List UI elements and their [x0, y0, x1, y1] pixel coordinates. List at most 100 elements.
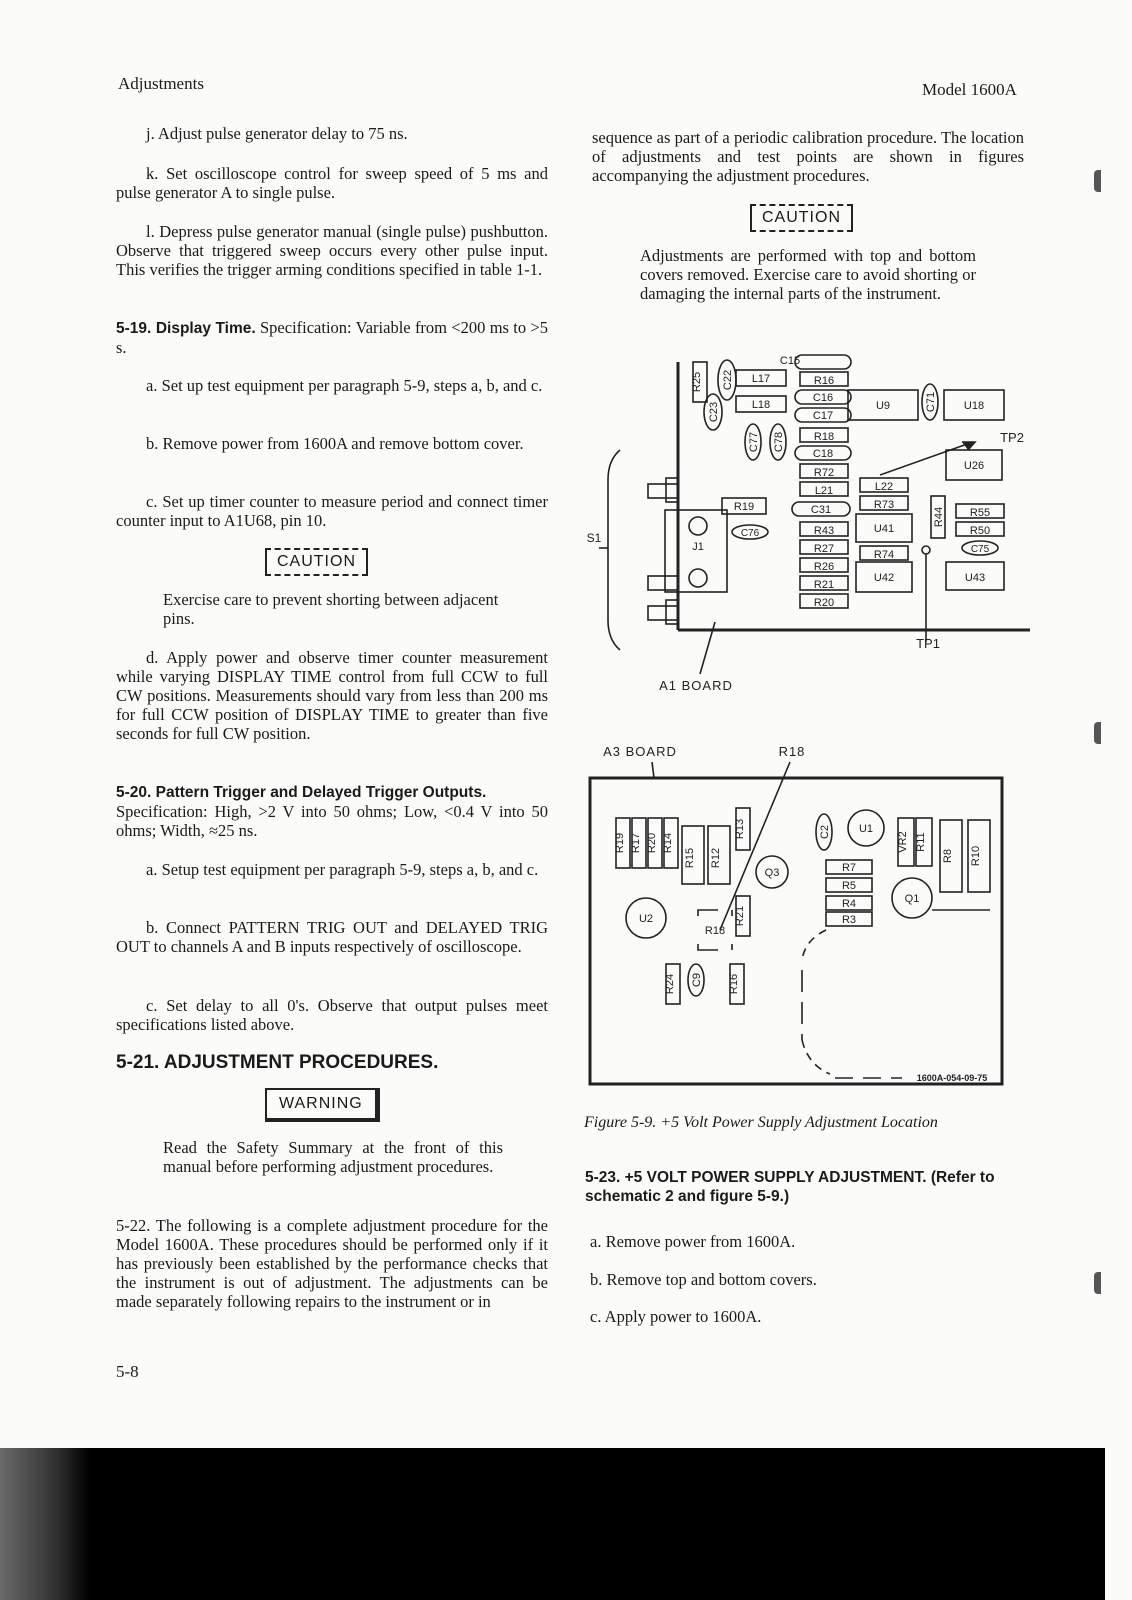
j1-label: J1 [692, 541, 704, 553]
label-R5: R5 [842, 880, 856, 892]
caution-box-2: CAUTION [750, 204, 853, 232]
step-5-19-c: c. Set up timer counter to measure perio… [116, 492, 548, 530]
paragraph-5-22: 5-22. The following is a complete adjust… [116, 1216, 548, 1311]
label-Q3: Q3 [765, 867, 780, 879]
running-header-left: Adjustments [118, 74, 204, 93]
label-R13: R13 [734, 819, 746, 839]
label-R14: R14 [662, 833, 674, 853]
paragraph-continuation: sequence as part of a periodic calibrati… [592, 128, 1024, 185]
label-L21: L21 [815, 485, 833, 497]
label-Q1: Q1 [905, 893, 920, 905]
step-5-19-a: a. Set up test equipment per paragraph 5… [146, 376, 543, 395]
label-C16: C16 [813, 392, 833, 404]
section-5-20-title: 5-20. Pattern Trigger and Delayed Trigge… [116, 784, 487, 801]
label-R11: R11 [915, 832, 927, 851]
label-R44: R44 [933, 507, 945, 527]
step-5-20-b: b. Connect PATTERN TRIG OUT and DELAYED … [116, 918, 548, 956]
label-R55: R55 [970, 507, 990, 519]
label-R15: R15 [684, 848, 696, 868]
section-5-20-spec: Specification: High, >2 V into 50 ohms; … [116, 802, 548, 840]
label-R8: R8 [942, 849, 954, 863]
caution-box-1: CAUTION [265, 548, 368, 576]
label-C15: C15 [780, 355, 800, 367]
label-R19-a1: R19 [734, 501, 754, 513]
label-R12: R12 [710, 848, 722, 868]
step-5-19-b: b. Remove power from 1600A and remove bo… [146, 434, 524, 453]
step-5-19-d: d. Apply power and observe timer counter… [116, 648, 548, 743]
step-5-20-c: c. Set delay to all 0's. Observe that ou… [116, 996, 548, 1034]
label-U9: U9 [876, 400, 890, 412]
label-VR2: VR2 [897, 831, 909, 852]
warning-text: Read the Safety Summary at the front of … [163, 1138, 503, 1176]
label-R18-a3: R18 [705, 925, 725, 937]
label-U41: U41 [874, 523, 894, 535]
label-C71: C71 [925, 392, 937, 412]
figure-part-number: 1600A-054-09-75 [917, 1073, 988, 1083]
caution-text-1: Exercise care to prevent shorting betwee… [163, 590, 499, 628]
label-C17: C17 [813, 410, 833, 422]
a1-board-diagram [599, 354, 1030, 675]
label-R7: R7 [842, 862, 856, 874]
label-R18-a1: R18 [814, 431, 834, 443]
label-C2: C2 [819, 825, 831, 839]
label-R73: R73 [874, 499, 894, 511]
label-R25: R25 [691, 372, 703, 392]
warning-box: WARNING [265, 1088, 380, 1122]
label-R20-a1: R20 [814, 597, 834, 609]
label-R74: R74 [874, 549, 894, 561]
label-U18: U18 [964, 400, 984, 412]
binder-hole-mark [1094, 170, 1101, 192]
label-R3: R3 [842, 914, 856, 926]
section-5-19-title: 5-19. Display Time. [116, 320, 256, 337]
figure-caption: Figure 5-9. +5 Volt Power Supply Adjustm… [584, 1114, 938, 1131]
step-k: k. Set oscilloscope control for sweep sp… [116, 164, 548, 202]
label-C22: C22 [722, 370, 734, 390]
label-C18: C18 [813, 448, 833, 460]
label-U26: U26 [964, 460, 984, 472]
tp1-label: TP1 [916, 636, 940, 651]
label-R27: R27 [814, 543, 834, 555]
running-header-right: Model 1600A [922, 80, 1017, 99]
section-5-20: 5-20. Pattern Trigger and Delayed Trigge… [116, 782, 548, 802]
scan-bottom-shadow [0, 1448, 1105, 1600]
label-U43: U43 [965, 572, 985, 584]
label-C78: C78 [773, 432, 785, 452]
step-5-23-a: a. Remove power from 1600A. [590, 1232, 796, 1251]
label-R16: R16 [814, 375, 834, 387]
r18-leader-label: R18 [779, 744, 806, 759]
label-C75: C75 [971, 544, 990, 555]
step-5-23-b: b. Remove top and bottom covers. [590, 1270, 817, 1289]
scan-bottom-shadow-fade [0, 1448, 90, 1600]
label-R17: R17 [630, 833, 642, 853]
label-R72: R72 [814, 467, 834, 479]
label-C23: C23 [708, 402, 720, 422]
label-L22: L22 [875, 481, 893, 493]
label-C31: C31 [811, 504, 831, 516]
section-5-19: 5-19. Display Time. Specification: Varia… [116, 318, 548, 357]
label-R10: R10 [970, 846, 982, 866]
label-R26: R26 [814, 561, 834, 573]
section-5-21-title: 5-21. ADJUSTMENT PROCEDURES. [116, 1052, 439, 1073]
a3-board-diagram [588, 761, 1004, 1086]
figure-5-9: C15 R16 C16 C17 R18 C18 R72 L21 L17 L18 … [587, 354, 1030, 1086]
s1-label: S1 [587, 531, 602, 545]
step-j: j. Adjust pulse generator delay to 75 ns… [146, 124, 408, 143]
label-R50: R50 [970, 525, 990, 537]
label-C77: C77 [748, 432, 760, 452]
binder-hole-mark [1094, 722, 1101, 744]
label-L17: L17 [752, 373, 770, 385]
section-5-23-title: 5-23. +5 VOLT POWER SUPPLY ADJUSTMENT. (… [585, 1169, 995, 1205]
label-R19-a3: R19 [614, 833, 626, 853]
label-R20-a3: R20 [646, 833, 658, 853]
label-C76: C76 [741, 528, 760, 539]
a3-board-label: A3 BOARD [603, 744, 677, 759]
label-R21-a3: R21 [734, 906, 746, 926]
label-L18: L18 [752, 399, 770, 411]
step-l: l. Depress pulse generator manual (singl… [116, 222, 548, 279]
step-5-23-c: c. Apply power to 1600A. [590, 1307, 762, 1326]
label-R21-a1: R21 [814, 579, 834, 591]
page-number: 5-8 [116, 1362, 139, 1381]
step-5-20-a: a. Setup test equipment per paragraph 5-… [146, 860, 539, 879]
label-U1: U1 [859, 823, 873, 835]
label-R16-a3: R16 [728, 974, 740, 994]
